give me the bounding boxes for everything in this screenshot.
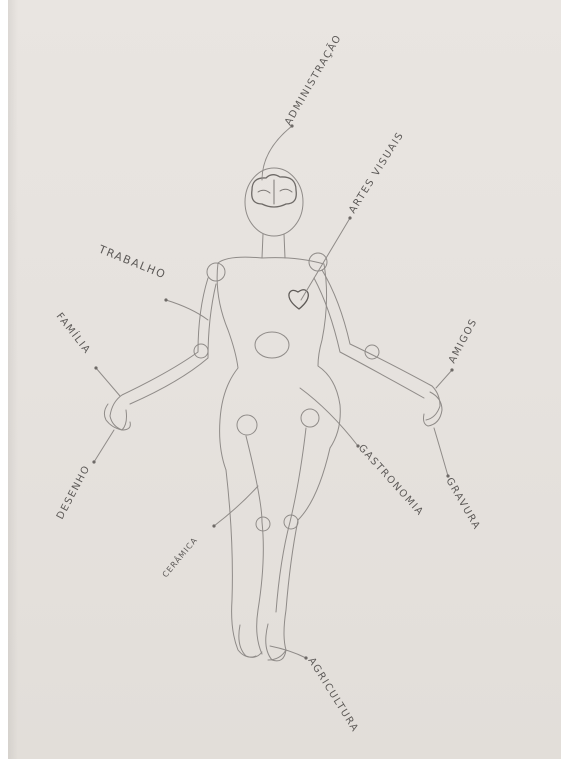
left-leg (226, 436, 263, 657)
left-shoulder (207, 263, 225, 281)
torso (218, 257, 340, 448)
label-trabalho: TRABALHO (96, 242, 168, 281)
belly (255, 332, 289, 358)
label-gravura: GRAVURA (443, 476, 482, 532)
pointer-gravura (434, 428, 448, 476)
pointer-agricultura (270, 646, 306, 658)
label-desenho: DESENHO (55, 463, 93, 521)
neck (262, 234, 285, 258)
right-leg (268, 428, 330, 660)
label-artes-visuais: ARTES VISUAIS (347, 130, 406, 216)
label-gastronomia: GASTRONOMIA (356, 443, 426, 519)
label-agricultura: AGRICULTURA (305, 656, 360, 735)
pointer-familia (96, 368, 120, 396)
pointer-gastronomia (300, 388, 358, 446)
right-hip (301, 409, 319, 427)
label-administracao: ADMINISTRAÇÃO (281, 32, 344, 128)
pointer-amigos (436, 370, 452, 388)
feet (239, 624, 286, 661)
pointer-ceramica (214, 486, 258, 526)
pointer-artes-visuais (301, 218, 350, 300)
label-amigos: AMIGOS (447, 317, 480, 366)
left-hip (237, 415, 257, 435)
pointer-desenho (94, 430, 114, 462)
label-familia: FAMÍLIA (54, 310, 94, 357)
right-arm (314, 270, 440, 420)
label-ceramica: CERÂMICA (159, 534, 199, 579)
left-arm (110, 278, 216, 430)
